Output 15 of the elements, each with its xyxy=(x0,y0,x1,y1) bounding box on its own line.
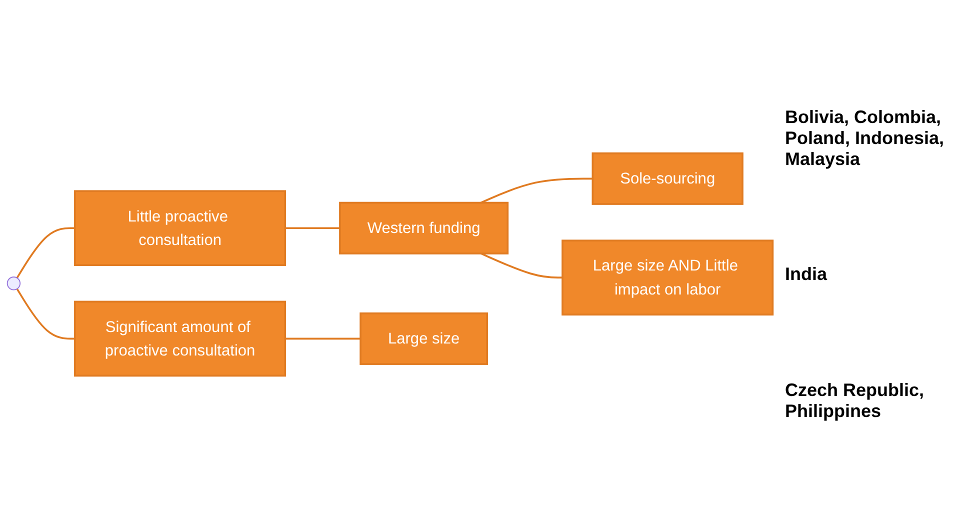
connector xyxy=(285,338,361,340)
node-box: Western funding xyxy=(339,202,509,254)
node-box: Large size xyxy=(360,312,488,365)
connector xyxy=(16,288,75,340)
connector xyxy=(480,252,562,278)
node-box: Sole-sourcing xyxy=(592,152,744,205)
country-list: India xyxy=(785,264,961,286)
country-list: Czech Republic, Philippines xyxy=(785,380,961,422)
country-list: Bolivia, Colombia, Poland, Indonesia, Malaysia xyxy=(785,107,961,170)
connector xyxy=(480,178,593,204)
connector xyxy=(16,227,75,278)
node-box: Significant amount of proactive consultation xyxy=(74,300,286,377)
node-box: Little proactive consultation xyxy=(74,190,286,266)
connector xyxy=(285,227,340,230)
node-box: Large size AND Little impact on labor xyxy=(562,240,774,316)
